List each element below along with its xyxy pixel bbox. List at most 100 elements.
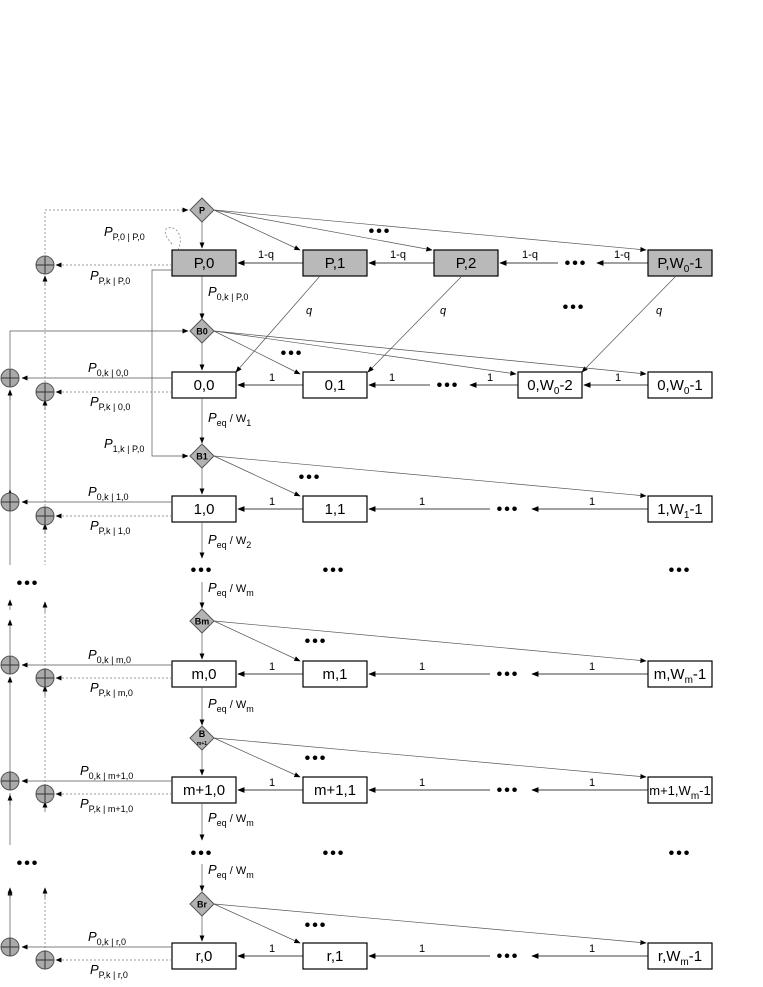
prob-eq-wm-2: Peq / Wm <box>208 696 254 714</box>
decision-node-bm1: B m+1 <box>189 725 215 751</box>
sum-node-left-1 <box>0 492 20 512</box>
prob-10-pk: PP,k | 1,0 <box>90 518 130 536</box>
prob-00-pk: PP,k | 0,0 <box>90 394 130 412</box>
svg-text:m,0: m,0 <box>191 666 216 683</box>
label-one: 1 <box>419 661 425 673</box>
svg-text:P: P <box>199 206 205 216</box>
svg-text:B1: B1 <box>196 452 208 462</box>
label-one: 1 <box>269 943 275 955</box>
label-one: 1 <box>615 372 621 384</box>
edge-p0-to-b1 <box>151 269 189 459</box>
svg-text:r,Wm-1: r,Wm-1 <box>658 948 702 968</box>
ellipsis-p-chain: ••• <box>565 255 588 272</box>
ellipsis-b0-fan: ••• <box>281 345 304 362</box>
prob-eq-w1: Peq / W1 <box>208 410 251 428</box>
prob-eq-wm-4: Peq / Wm <box>208 862 254 880</box>
svg-text:Br: Br <box>197 900 207 910</box>
edge-bm-to-m1 <box>213 620 301 662</box>
edge-b0-to-0w2 <box>213 330 517 376</box>
label-q: q <box>440 305 447 317</box>
edge-bm1-to-m11 <box>213 737 301 778</box>
prob-r0-0k: P0,k | r,0 <box>88 929 126 947</box>
svg-text:m+1: m+1 <box>197 741 207 747</box>
label-one: 1 <box>269 777 275 789</box>
feedback-to-b0 <box>9 328 189 368</box>
edge-p-decision-to-p1 <box>213 209 301 251</box>
edge-p-decision-to-pw <box>213 209 647 252</box>
edge-br-to-r1 <box>213 903 301 944</box>
ellipsis-q: ••• <box>563 299 586 316</box>
svg-text:0,0: 0,0 <box>194 377 215 394</box>
svg-text:0,W0-2: 0,W0-2 <box>527 377 573 397</box>
edge-q-p1 <box>235 275 321 373</box>
label-q: q <box>656 305 663 317</box>
label-one: 1 <box>419 943 425 955</box>
svg-text:P,0: P,0 <box>194 255 215 272</box>
svg-text:P,1: P,1 <box>325 255 346 272</box>
label-1-q: 1-q <box>522 249 538 261</box>
sum-node-left-m1 <box>0 771 20 791</box>
svg-text:m+1,Wm-1: m+1,Wm-1 <box>649 783 710 802</box>
ellipsis-col0-lower: ••• <box>191 845 214 862</box>
svg-text:m,1: m,1 <box>322 666 347 683</box>
edge-b0-to-0w1 <box>213 330 647 376</box>
ellipsis-rowm1: ••• <box>497 782 520 799</box>
ellipsis-col0: ••• <box>191 562 214 579</box>
state-p2: P,2 <box>433 249 499 277</box>
state-r1: r,1 <box>302 942 368 970</box>
prob-p0-b1: P1,k | P,0 <box>104 436 144 454</box>
decision-node-br: Br <box>189 891 215 917</box>
decision-node-b1: B1 <box>189 443 215 469</box>
label-one: 1 <box>269 372 275 384</box>
label-one: 1 <box>589 777 595 789</box>
decision-node-p: P <box>189 197 215 223</box>
ellipsis-bm1-fan: ••• <box>305 750 328 767</box>
state-rw: r,Wm-1 <box>647 942 713 970</box>
edge-q-p2 <box>367 275 463 373</box>
decision-node-bm: Bm <box>189 608 215 634</box>
svg-text:Bm: Bm <box>195 617 210 627</box>
label-one: 1 <box>589 496 595 508</box>
prob-eq-wm-3: Peq / Wm <box>208 810 254 828</box>
ellipsis-row1: ••• <box>497 501 520 518</box>
state-0w1: 0,W0-1 <box>647 371 713 399</box>
prob-m0-pk: PP,k | m,0 <box>90 680 133 698</box>
state-10: 1,0 <box>171 495 237 523</box>
prob-m10-0k: P0,k | m+1,0 <box>80 763 133 781</box>
state-p0: P,0 <box>171 249 237 277</box>
edge-bm-to-mw <box>213 620 647 663</box>
feedback-to-p-decision <box>44 207 189 254</box>
state-1w: 1,W1-1 <box>647 495 713 523</box>
ellipsis-colw-lower: ••• <box>669 845 692 862</box>
state-m1: m,1 <box>302 660 368 688</box>
state-r0: r,0 <box>171 942 237 970</box>
svg-text:m,Wm-1: m,Wm-1 <box>654 666 707 686</box>
label-one: 1 <box>419 496 425 508</box>
sum-node-right-m1 <box>35 784 55 804</box>
ellipsis-rowm: ••• <box>497 666 520 683</box>
label-1-q: 1-q <box>390 249 406 261</box>
state-mw: m,Wm-1 <box>647 660 713 688</box>
label-one: 1 <box>269 496 275 508</box>
prob-m0-0k: P0,k | m,0 <box>88 647 131 665</box>
label-1-q: 1-q <box>258 249 274 261</box>
ellipsis-left-lower: ••• <box>17 855 40 872</box>
self-loop-p0 <box>165 227 181 251</box>
ellipsis-row0: ••• <box>437 377 460 394</box>
label-1-q: 1-q <box>614 249 630 261</box>
ellipsis-left: ••• <box>17 575 40 592</box>
svg-text:B: B <box>199 729 206 739</box>
prob-00-0k: P0,k | 0,0 <box>88 360 129 378</box>
svg-text:P,W0-1: P,W0-1 <box>657 255 702 275</box>
edge-bm1-to-m1w <box>213 737 647 779</box>
state-m1w: m+1,Wm-1 <box>647 776 713 804</box>
svg-text:1,1: 1,1 <box>325 501 346 518</box>
sum-node-left-r <box>0 937 20 957</box>
edge-b0-to-01 <box>213 330 301 375</box>
state-11: 1,1 <box>302 495 368 523</box>
prob-p0-b0: P0,k | P,0 <box>208 284 248 302</box>
svg-text:0,W0-1: 0,W0-1 <box>657 377 703 397</box>
state-m11: m+1,1 <box>302 776 368 804</box>
prob-r0-pk: PP,k | r,0 <box>90 962 128 980</box>
